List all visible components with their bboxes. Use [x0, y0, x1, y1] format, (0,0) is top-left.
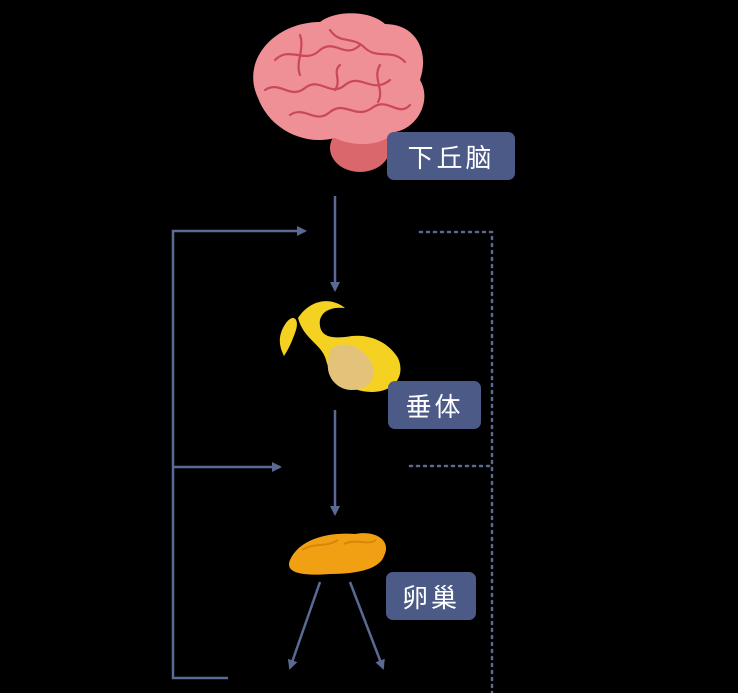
pituitary-label: 垂体 — [388, 381, 481, 429]
hypothalamus-label: 下丘脑 — [387, 132, 515, 180]
gnrh-label: GnRH — [342, 216, 433, 246]
pituitary-posterior-shape — [327, 344, 374, 390]
pituitary-tip-shape — [279, 317, 297, 356]
progesterone-label: 孕激素 — [348, 674, 421, 693]
dotted-line-gnrh — [418, 230, 494, 693]
brain-icon — [253, 13, 425, 172]
ovary-label: 卵巢 — [386, 572, 476, 620]
estrogen-label: 雌激素 — [232, 674, 305, 693]
ovary-shape — [288, 533, 387, 575]
lh-fsh-label: LH FSH — [289, 451, 406, 481]
ovary-texture — [301, 539, 377, 551]
ovary-icon — [288, 533, 387, 575]
pituitary-icon — [279, 301, 401, 392]
brain-cortex-shape — [253, 13, 425, 145]
brain-folds — [263, 28, 412, 118]
arrow-ovary-to-estrogen — [287, 581, 322, 670]
arrow-ovary-to-progesterone — [348, 581, 385, 670]
feedback-line-to-hypothalamus — [171, 226, 307, 680]
